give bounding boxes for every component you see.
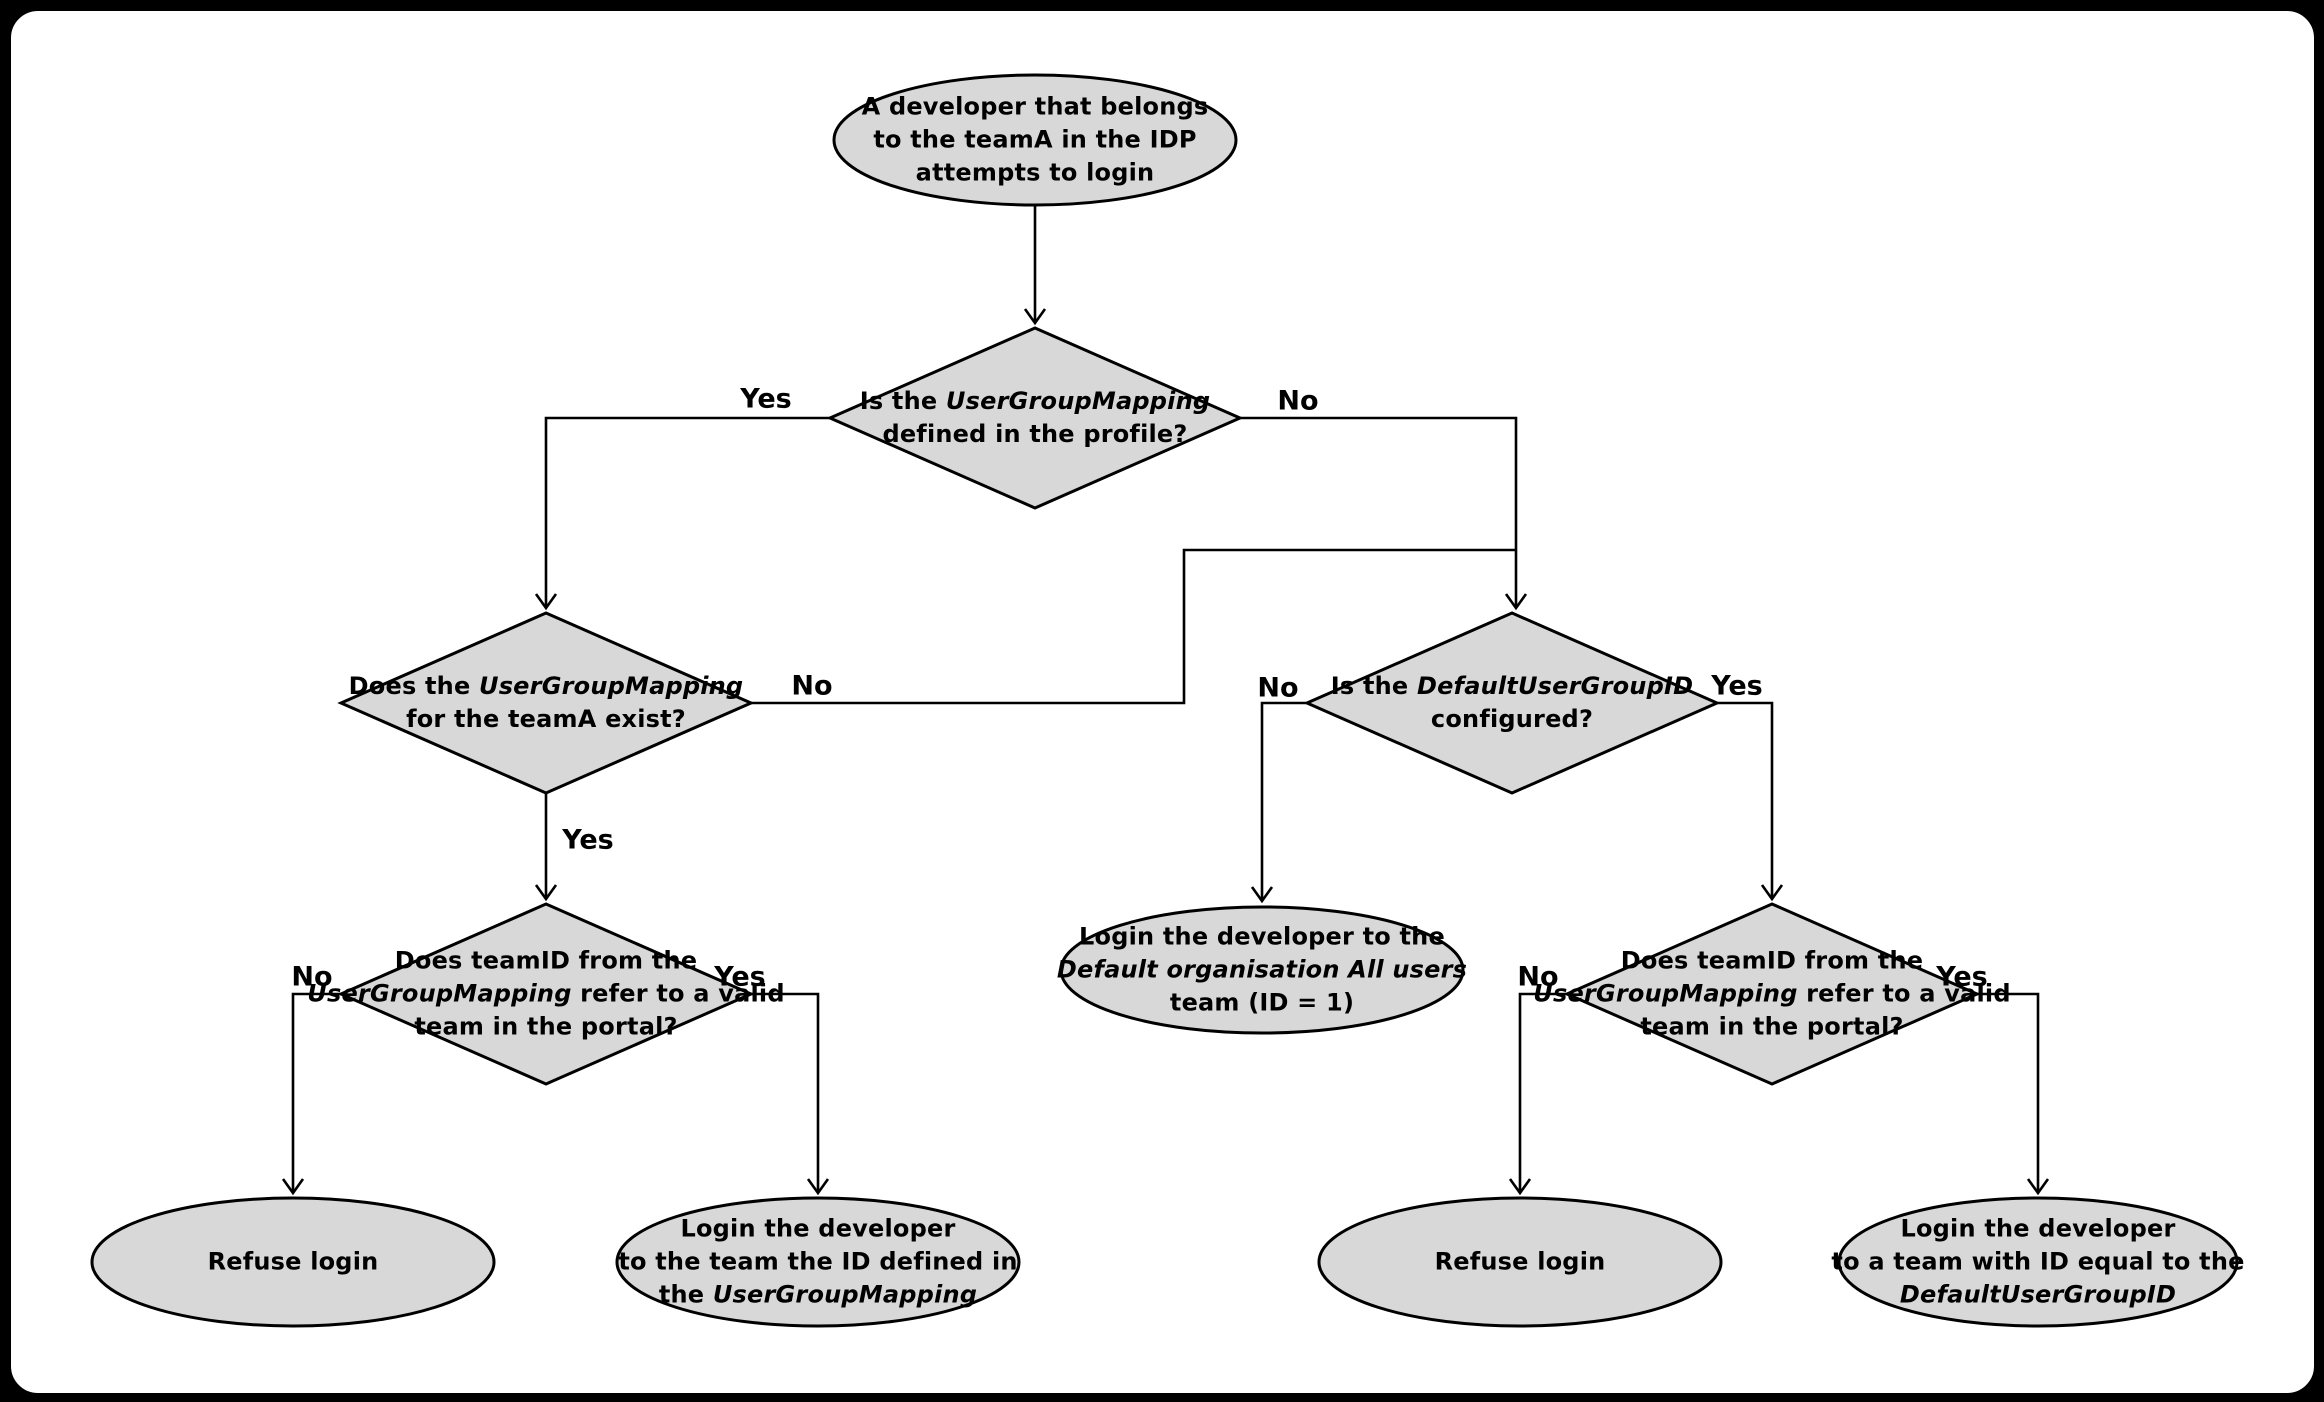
branch-label-default-id-no: No [1257,672,1299,704]
start-node-shape [832,73,1238,207]
branch-label-teamid-right-no: No [1517,961,1559,993]
branch-label-mapping-exists-no: No [791,670,833,702]
edge-default-id-no [1250,701,1307,904]
branch-label-default-id-yes: Yes [1711,670,1763,702]
branch-label-mapping-defined-no: No [1277,385,1319,417]
edge-mapping-exists-no [751,548,1516,705]
decision-mapping-defined-shape [826,326,1244,510]
refuse-login-right-node-shape [1317,1196,1723,1328]
login-mapped-team-node-shape [615,1196,1021,1328]
branch-label-mapping-defined-yes: Yes [740,383,792,415]
refuse-login-right-node-label: Refuse login [1434,1247,1606,1276]
decision-default-id-configured-shape [1303,611,1721,795]
edge-mapping-defined-yes [534,416,830,611]
refuse-login-left-node-shape [90,1196,496,1328]
edge-teamid-right-yes [1977,992,2050,1196]
login-default-id-node-shape [1837,1196,2239,1328]
edge-teamid-left-yes [751,992,830,1196]
decision-mapping-exists-shape [337,611,755,795]
branch-label-mapping-exists-yes: Yes [562,824,614,856]
decision-teamid-valid-right-shape [1563,902,1981,1086]
branch-label-teamid-right-yes: Yes [1936,961,1988,993]
edge-teamid-right-no [1508,992,1567,1196]
branch-label-teamid-left-yes: Yes [714,961,766,993]
edge-default-id-yes [1717,701,1784,902]
edge-mapping-defined-no [1240,416,1528,611]
refuse-login-left-node-label: Refuse login [207,1247,379,1276]
login-default-org-node-shape [1059,905,1465,1035]
edge-teamid-left-no [281,992,341,1196]
branch-label-teamid-left-no: No [291,961,333,993]
decision-teamid-valid-left-shape [337,902,755,1086]
